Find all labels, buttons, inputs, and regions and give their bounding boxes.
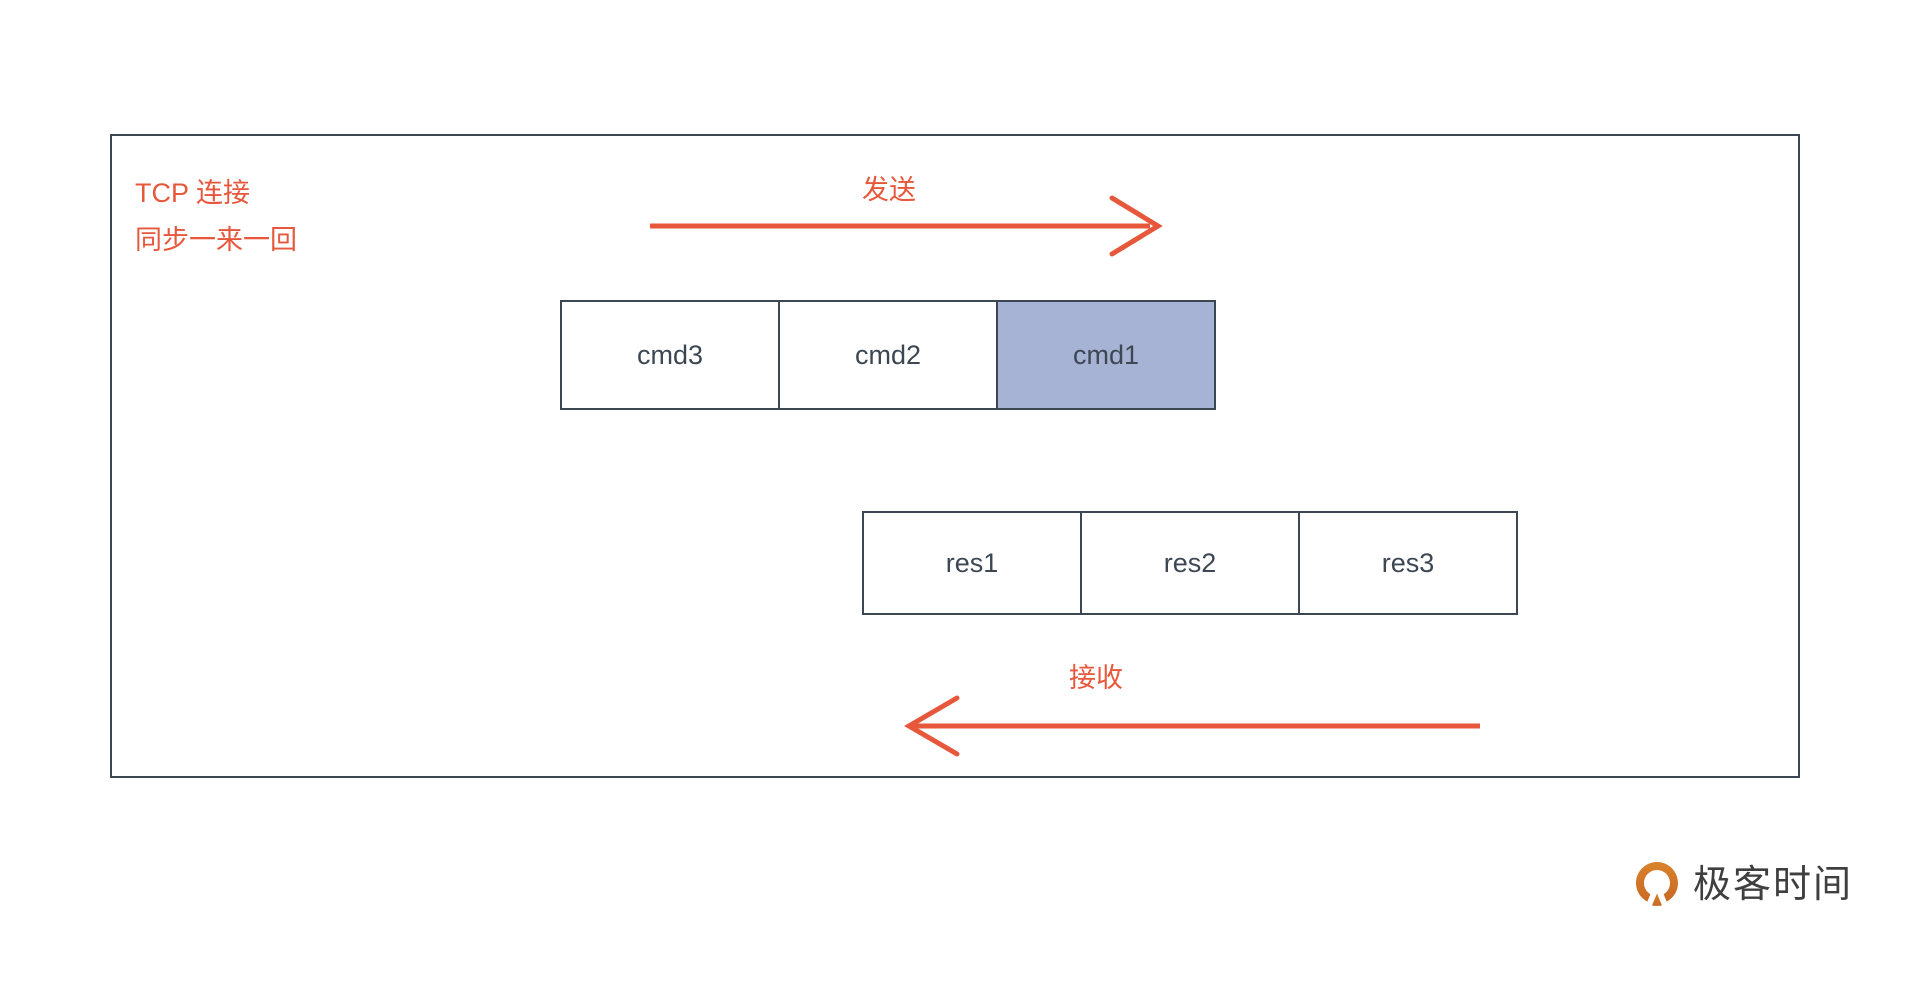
- brand-name: 极客时间: [1693, 862, 1854, 906]
- response-box-res1[interactable]: res1: [862, 511, 1082, 615]
- send-arrow-icon: [650, 195, 1163, 257]
- command-box-row: cmd3 cmd2 cmd1: [560, 300, 1216, 410]
- command-box-label: cmd1: [1072, 339, 1140, 370]
- response-box-res2[interactable]: res2: [1080, 511, 1300, 615]
- response-box-res3[interactable]: res3: [1298, 511, 1518, 615]
- command-box-label: cmd3: [636, 339, 704, 370]
- command-box-cmd2[interactable]: cmd2: [778, 300, 998, 410]
- command-box-cmd1[interactable]: cmd1: [996, 300, 1216, 410]
- geekbang-logo-icon: [1636, 862, 1678, 906]
- annotation-line-2: 同步一来一回: [135, 225, 297, 255]
- command-box-label: cmd2: [854, 339, 922, 370]
- response-box-label: res2: [1163, 547, 1217, 578]
- response-box-label: res1: [945, 547, 999, 578]
- response-box-row: res1 res2 res3: [862, 511, 1518, 615]
- send-arrow-label: 发送: [862, 175, 916, 205]
- brand-logo: 极客时间: [1633, 860, 1853, 908]
- annotation-text: TCP 连接 同步一来一回: [135, 170, 297, 264]
- receive-arrow-icon: [904, 695, 1480, 757]
- response-box-label: res3: [1381, 547, 1435, 578]
- annotation-line-1: TCP 连接: [135, 178, 251, 208]
- command-box-cmd3[interactable]: cmd3: [560, 300, 780, 410]
- receive-arrow-label: 接收: [1069, 663, 1123, 693]
- diagram-frame: [110, 134, 1800, 778]
